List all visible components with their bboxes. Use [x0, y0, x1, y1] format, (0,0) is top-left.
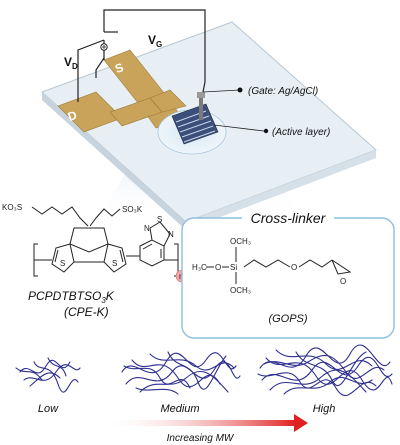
gate-electrode: [197, 92, 205, 120]
polymer-name: PCPDTBTSO3K: [28, 289, 115, 305]
so3k-left-label: KO₃S: [2, 203, 22, 212]
repeat-n-label: n: [179, 272, 183, 281]
thiophene-s1: S: [60, 259, 65, 268]
gate-callout: (Gate: Ag/AgCl): [248, 86, 318, 97]
thiadiazole-n1: N: [144, 224, 150, 233]
gops-label: (GOPS): [268, 313, 307, 325]
thiophene-s2: S: [112, 259, 117, 268]
o-left: O: [215, 263, 221, 272]
thiadiazole-n2: N: [168, 230, 174, 239]
mw-medium-label: Medium: [160, 403, 199, 415]
fiber-high: [257, 344, 393, 397]
increasing-mw-label: Increasing MW: [167, 433, 235, 444]
crosslinker-panel: Cross-linker OCH₃ H₃C O Si OCH₃ O O (GOP…: [181, 209, 395, 339]
o-chain: O: [291, 263, 297, 272]
o-epoxide: O: [340, 277, 346, 286]
interdigitated-channel: [171, 103, 219, 145]
mw-high-label: High: [313, 403, 336, 415]
transistor-device: S D: [41, 9, 377, 230]
crosslinker-title: Cross-linker: [251, 210, 327, 226]
circuit-wires: [77, 9, 206, 102]
mw-low-label: Low: [38, 403, 59, 415]
fiber-low: [15, 357, 81, 393]
arrow-head-icon: [294, 414, 308, 432]
thiadiazole-s3: S: [157, 215, 162, 224]
vd-label: VD: [64, 55, 78, 71]
polymer-abbrev: (CPE-K): [64, 305, 109, 319]
h3c-label: H₃C: [192, 263, 207, 272]
fiber-medium: [121, 351, 241, 395]
vg-label: VG: [148, 33, 162, 49]
och3-bottom: OCH₃: [230, 286, 251, 295]
increasing-mw-arrow: Increasing MW: [100, 414, 308, 444]
si-atom: Si: [230, 263, 237, 272]
drain-electrode: D: [57, 89, 187, 133]
polymer-structure: KO₃S SO₃K S S N N S n: [2, 203, 189, 319]
och3-top: OCH₃: [230, 237, 251, 246]
active-layer-callout: (Active layer): [272, 127, 330, 138]
so3k-right-label: SO₃K: [122, 205, 143, 214]
